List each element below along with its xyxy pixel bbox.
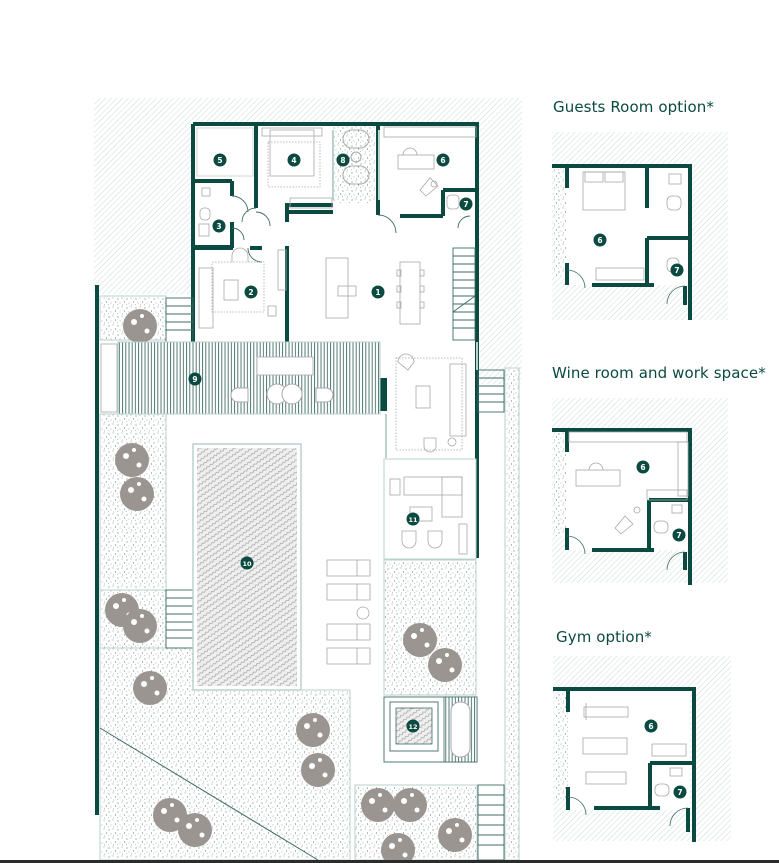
option2-room-badge-6: 6 <box>636 460 650 474</box>
room-badge-8: 8 <box>336 153 350 167</box>
main-floor-plan: 1 2 3 4 5 6 7 8 9 10 11 12 <box>94 98 522 863</box>
room-badge-6: 6 <box>436 153 450 167</box>
option1-room-badge-6: 6 <box>593 233 607 247</box>
wine-room-option-title: Wine room and work space* <box>552 364 766 382</box>
svg-text:4: 4 <box>291 156 296 165</box>
room-badge-3: 3 <box>212 219 226 233</box>
svg-text:7: 7 <box>677 788 682 797</box>
svg-text:10: 10 <box>242 560 252 568</box>
svg-text:9: 9 <box>192 375 197 384</box>
room-badge-7: 7 <box>459 197 473 211</box>
svg-text:3: 3 <box>216 222 221 231</box>
room-badge-11: 11 <box>406 512 420 526</box>
svg-text:6: 6 <box>640 463 645 472</box>
room-badge-2: 2 <box>244 285 258 299</box>
svg-text:12: 12 <box>408 723 417 731</box>
guests-room-option-title: Guests Room option* <box>553 98 714 116</box>
svg-text:5: 5 <box>217 156 222 165</box>
svg-text:7: 7 <box>463 200 468 209</box>
svg-text:8: 8 <box>340 156 345 165</box>
svg-text:1: 1 <box>375 288 380 297</box>
bottom-divider <box>0 860 779 863</box>
svg-text:7: 7 <box>676 531 681 540</box>
wine-room-option-plan: 6 7 <box>552 398 728 585</box>
terrace-deck <box>117 341 381 415</box>
room-badge-9: 9 <box>188 372 202 386</box>
option2-room-badge-7: 7 <box>672 528 686 542</box>
svg-text:6: 6 <box>597 236 602 245</box>
room-badge-10: 10 <box>240 556 254 570</box>
option3-room-badge-6: 6 <box>644 719 658 733</box>
guests-room-option-plan: 6 7 <box>552 132 728 320</box>
gym-option-plan: 6 7 <box>553 656 731 842</box>
svg-text:6: 6 <box>648 722 653 731</box>
svg-text:6: 6 <box>440 156 445 165</box>
room-badges: 1 2 3 4 5 6 7 8 9 10 11 12 <box>188 153 473 733</box>
room-badge-4: 4 <box>287 153 301 167</box>
option1-room-badge-7: 7 <box>670 263 684 277</box>
room-badge-5: 5 <box>213 153 227 167</box>
option3-room-badge-7: 7 <box>673 785 687 799</box>
svg-text:2: 2 <box>248 288 253 297</box>
gym-option-title: Gym option* <box>556 628 652 646</box>
room-badge-1: 1 <box>371 285 385 299</box>
svg-text:11: 11 <box>408 516 418 524</box>
room-badge-12: 12 <box>406 719 420 733</box>
svg-text:7: 7 <box>674 266 679 275</box>
